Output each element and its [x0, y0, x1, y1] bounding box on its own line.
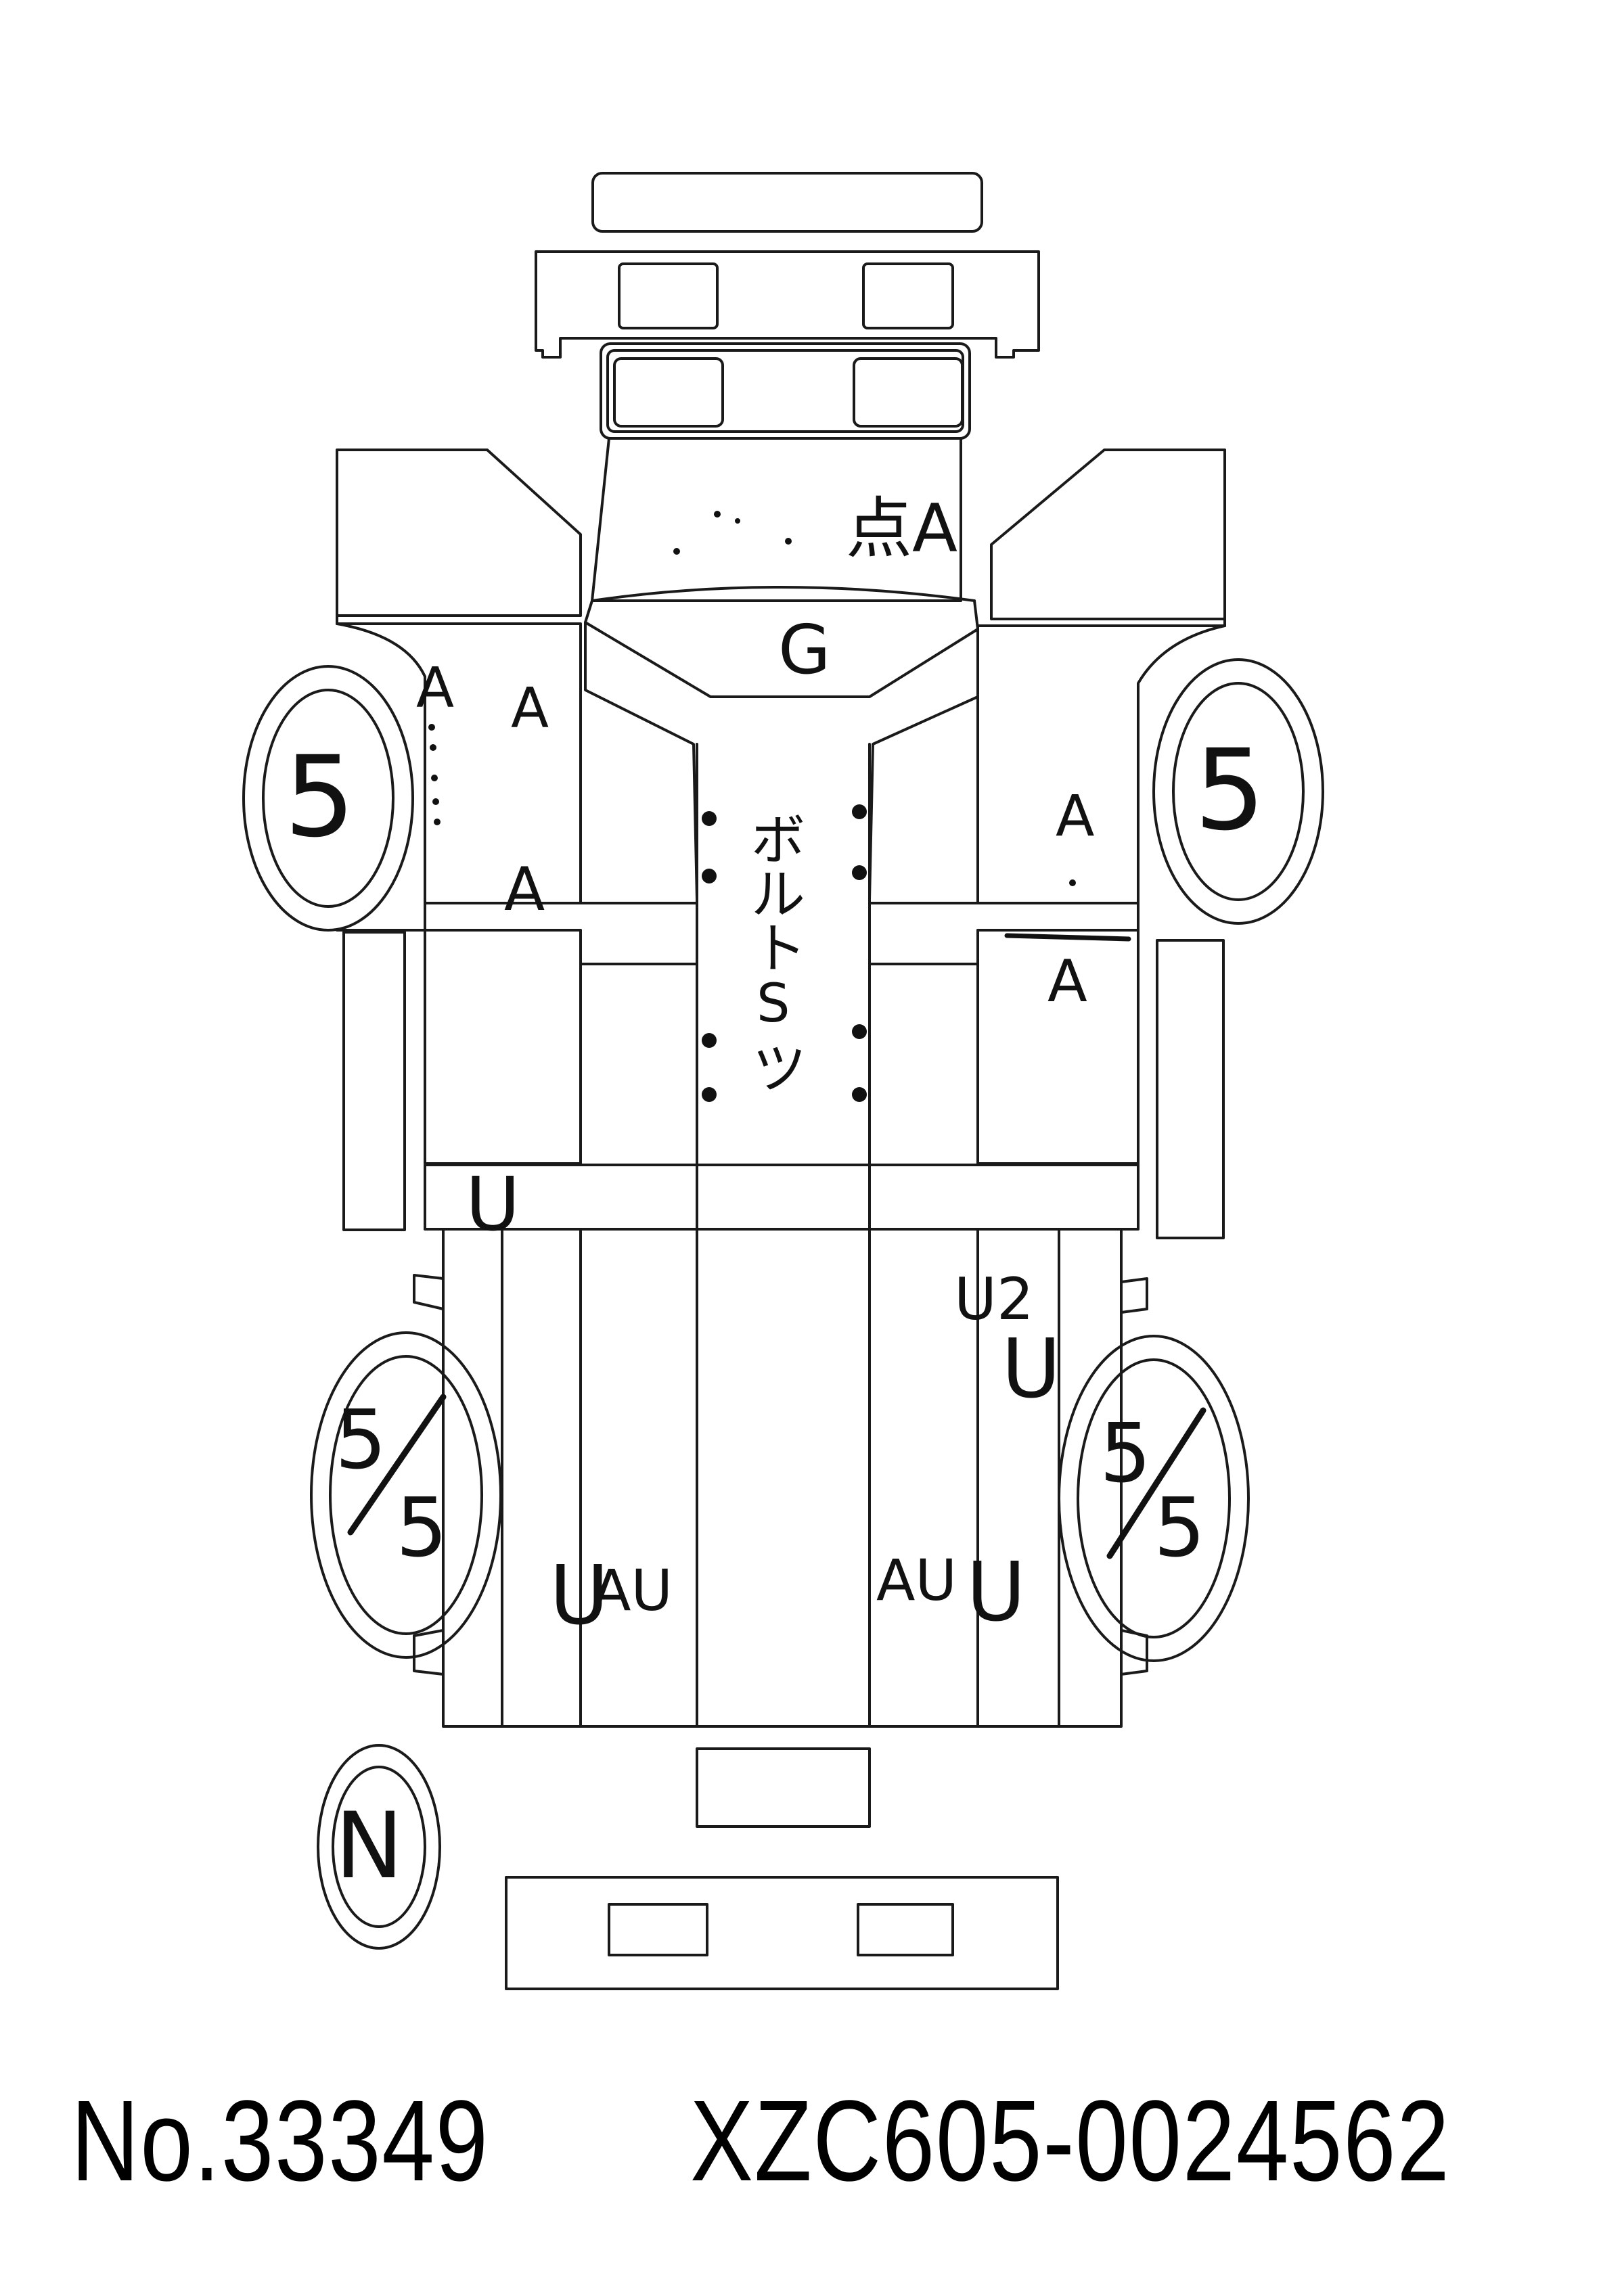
mark-front-right-a2: A	[1047, 948, 1087, 1015]
bolt-dots	[702, 804, 867, 1102]
mark-front-left-a1: A	[416, 656, 454, 720]
rear-right-lamp	[857, 1903, 954, 1956]
mark-rear-right-au-u: U	[966, 1546, 1026, 1640]
front-right-lamp	[862, 262, 954, 329]
hood-lower-right	[868, 628, 979, 901]
left-door-lower	[336, 622, 582, 932]
hood-panel	[584, 599, 979, 698]
left-door-dots	[428, 724, 441, 825]
roof-dots	[673, 511, 792, 555]
roof-rear-arc	[591, 586, 976, 602]
right-door-lower	[976, 624, 1226, 904]
windshield-frame-inner	[606, 349, 964, 433]
front-left-lamp	[618, 262, 719, 329]
svg-text:ツ: ツ	[752, 1038, 807, 1101]
spare-tire	[317, 1744, 441, 1950]
rear-body	[442, 1228, 1123, 1728]
svg-text:5: 5	[335, 1394, 386, 1488]
tire-grade-front-right: 5	[1194, 725, 1265, 855]
left-door-upper	[336, 449, 582, 617]
svg-text:ト: ト	[752, 917, 807, 980]
mark-rear-left-au: AU	[592, 1557, 673, 1624]
tire-front-left	[242, 665, 414, 932]
tire-front-right	[1152, 658, 1324, 925]
stock-number: No.33349	[71, 2077, 489, 2205]
front-bumper	[591, 172, 983, 233]
left-step	[342, 931, 406, 1231]
mark-roof-front: 点A	[846, 490, 957, 568]
right-door-upper	[990, 449, 1226, 620]
right-step	[1156, 939, 1225, 1239]
mark-rear-right-u: U	[1001, 1323, 1061, 1417]
spare-tire-grade: N	[335, 1793, 403, 1899]
svg-text:5: 5	[1100, 1407, 1151, 1501]
svg-text:ル: ル	[751, 863, 805, 926]
svg-text:S: S	[757, 973, 790, 1034]
hood-lower	[584, 621, 698, 901]
right-wiper-panel	[853, 357, 964, 428]
right-door-dot	[1069, 879, 1076, 886]
mark-front-left-a3: A	[504, 854, 545, 924]
svg-text:ボ: ボ	[751, 809, 805, 872]
rear-left-lamp	[608, 1903, 708, 1956]
cab-roof	[591, 437, 962, 602]
front-panel	[535, 250, 1040, 359]
cab-back-bar	[424, 1164, 1140, 1231]
right-scratch-line	[1004, 933, 1131, 942]
svg-text:5: 5	[396, 1482, 447, 1576]
mark-front-left-a2: A	[511, 676, 549, 741]
tire-rear-right	[1058, 1335, 1250, 1662]
tire-rear-left	[310, 1331, 502, 1659]
tire-grade-rear-left: 5 5	[335, 1394, 447, 1576]
left-front-fender	[336, 622, 582, 932]
mark-cab-rear-left: U	[466, 1161, 520, 1247]
rear-hitch	[696, 1747, 871, 1828]
bolt-note: ボ ル ト S ツ	[751, 809, 807, 1101]
tire-grade-rear-right: 5 5	[1100, 1407, 1206, 1576]
mark-rear-left-au-u: U	[549, 1549, 609, 1643]
mark-front-right-a1: A	[1056, 783, 1094, 849]
rear-bumper	[505, 1876, 1059, 1990]
svg-text:5: 5	[1154, 1482, 1205, 1576]
left-cab-side	[424, 929, 582, 1165]
right-front-fender	[976, 624, 1226, 932]
chassis-number: XZC605-0024562	[690, 2077, 1451, 2205]
mark-rear-right-u2: U2	[954, 1266, 1034, 1333]
left-wiper-panel	[613, 357, 724, 428]
mark-rear-right-au: AU	[876, 1547, 957, 1613]
tire-grade-front-left: 5	[284, 732, 355, 862]
mark-hood: G	[778, 610, 831, 689]
